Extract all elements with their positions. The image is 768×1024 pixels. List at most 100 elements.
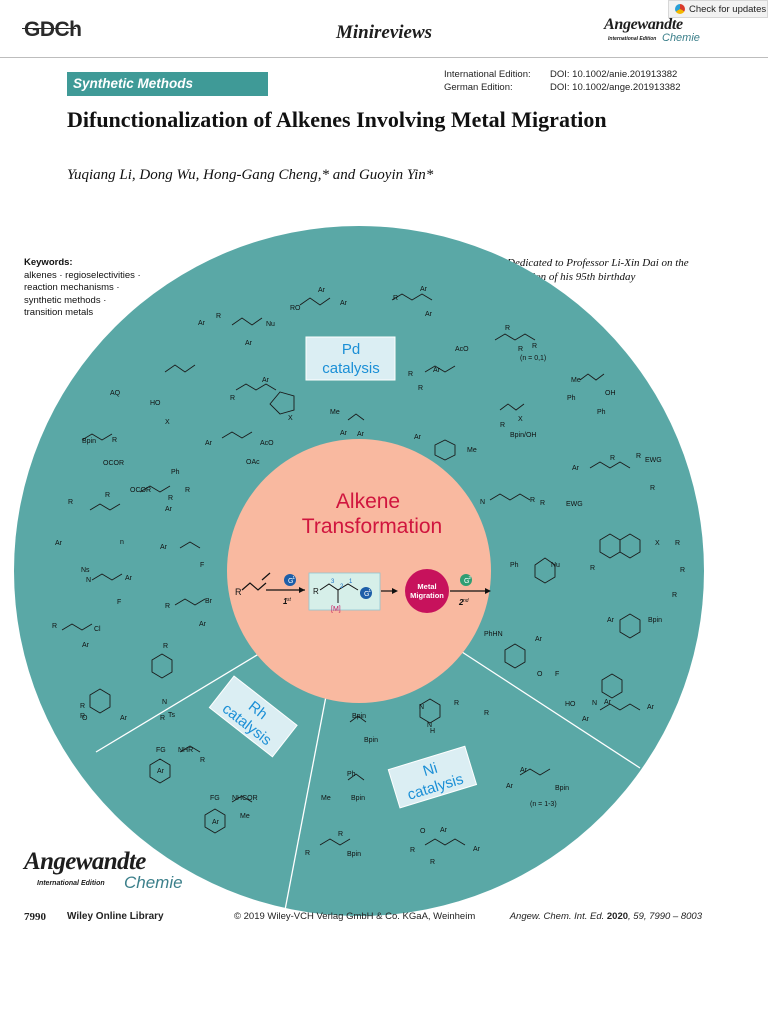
- structure-label: R: [305, 850, 310, 857]
- structure-label: Bpin: [648, 617, 662, 624]
- doi-edition: German Edition:: [444, 82, 513, 93]
- structure-label: Nu: [551, 562, 560, 569]
- structure-label: X: [165, 419, 170, 426]
- structure-label: X: [655, 540, 660, 547]
- structure-label: R: [160, 715, 165, 722]
- structure-label: R: [165, 603, 170, 610]
- step-2-sup: nd: [463, 598, 469, 604]
- keyword-line[interactable]: synthetic methods ·: [24, 294, 107, 306]
- bond-stroke: [231, 795, 253, 803]
- structure-label: Bpin/OH: [510, 432, 536, 439]
- teal-disc: [14, 226, 704, 916]
- structure-label: Ar: [340, 300, 348, 307]
- structure-label: Bpin: [347, 851, 361, 858]
- structure-label: Ar: [520, 767, 528, 774]
- structure-label: Ar: [604, 699, 612, 706]
- bond-stroke: [151, 653, 173, 679]
- bond-stroke: [504, 643, 526, 669]
- metal-migration-badge: [405, 569, 449, 613]
- structure-label: R: [518, 346, 523, 353]
- dedication: Dedicated to Professor Li-Xin Dai on the…: [507, 257, 689, 283]
- structure-label: Ar: [165, 506, 173, 513]
- structure-label: AcO: [260, 440, 274, 447]
- bond-stroke: [424, 365, 456, 373]
- structure-label: Ns: [81, 567, 90, 574]
- ni-label-line-1: Ni: [421, 760, 440, 780]
- metal-migration-line-1: Metal: [417, 582, 436, 591]
- doi-block: International Edition: DOI: 10.1002/anie…: [444, 68, 680, 94]
- g1-badge: [360, 587, 372, 599]
- bond-stroke: [204, 808, 226, 834]
- structure-label: O: [420, 828, 426, 835]
- rh-label-line-1: Rh: [245, 698, 271, 723]
- structure-label: Ph: [510, 562, 519, 569]
- bond-stroke: [599, 533, 621, 559]
- structure-label: Ph: [567, 395, 576, 402]
- structure-label: n: [120, 539, 124, 546]
- position-label: 3: [331, 579, 335, 585]
- structure-label: O: [82, 715, 88, 722]
- journal-logo-top: Angewandte International Edition Chemie: [604, 16, 708, 50]
- structure-label: Me: [330, 409, 340, 416]
- structure-label: Ar: [414, 434, 422, 441]
- structure-label: EWG: [645, 457, 662, 464]
- structure-label: FG: [156, 747, 166, 754]
- ni-catalysis-label: Ni catalysis: [387, 745, 478, 809]
- structure-label: Bpin: [82, 438, 96, 445]
- g1-badge-label: G: [364, 591, 369, 598]
- structure-label: Ph: [597, 409, 606, 416]
- structure-label: OH: [605, 390, 616, 397]
- doi-link[interactable]: DOI: 10.1002/ange.201913382: [550, 82, 681, 93]
- citation: Angew. Chem. Int. Ed. 2020, 59, 7990 – 8…: [510, 911, 702, 922]
- bond-stroke: [139, 485, 171, 493]
- structure-label: R: [532, 343, 537, 350]
- check-for-updates-button[interactable]: Check for updates: [668, 0, 768, 18]
- structure-label: Ar: [245, 340, 253, 347]
- structure-label: Ar: [199, 621, 207, 628]
- bond-stroke: [619, 533, 641, 559]
- structure-label: Ar: [420, 286, 428, 293]
- scheme-substrate-r: R: [235, 587, 242, 597]
- structure-label: Ts: [168, 712, 176, 719]
- keyword-line[interactable]: alkenes · regioselectivities ·: [24, 269, 141, 281]
- page-number: 7990: [24, 911, 46, 923]
- structure-label: R: [80, 713, 85, 720]
- structure-label: R: [216, 313, 221, 320]
- structure-label: NHR: [178, 747, 193, 754]
- structure-label: R: [540, 500, 545, 507]
- category-label: Synthetic Methods: [67, 72, 268, 96]
- g1-badge: [284, 574, 296, 586]
- structure-label: R: [230, 395, 235, 402]
- wiley-online-library-link[interactable]: Wiley Online Library: [67, 911, 164, 922]
- doi-link[interactable]: DOI: 10.1002/anie.201913382: [550, 69, 678, 80]
- structure-label: (n = 0,1): [520, 355, 546, 362]
- g1-badge-sup: 1: [293, 575, 296, 580]
- structure-label: Ar: [318, 287, 326, 294]
- journal-logo-subtitle: International Edition: [608, 36, 657, 42]
- bond-stroke: [89, 688, 111, 714]
- structure-label: X: [288, 415, 293, 422]
- structure-label: Ar: [157, 768, 165, 775]
- structure-label: R: [454, 700, 459, 707]
- sector-divider: [461, 651, 641, 769]
- structure-label: Bpin: [352, 713, 366, 720]
- structure-label: FG: [210, 795, 220, 802]
- keyword-line[interactable]: reaction mechanisms ·: [24, 282, 120, 293]
- bond-stroke: [434, 439, 456, 461]
- structure-label: Ar: [205, 440, 213, 447]
- ni-label-line-2: catalysis: [405, 771, 465, 804]
- structure-label: Ar: [357, 431, 365, 438]
- structure-label: R: [505, 325, 510, 332]
- bond-stroke: [231, 317, 263, 326]
- ni-label-box: [387, 745, 478, 809]
- structure-label: R: [410, 847, 415, 854]
- structure-label: R: [80, 703, 85, 710]
- keyword-line[interactable]: transition metals: [24, 307, 94, 318]
- bond-stroke: [299, 297, 331, 306]
- structure-label: R: [590, 565, 595, 572]
- structure-label: Br: [205, 598, 213, 605]
- structure-label: X: [518, 416, 523, 423]
- structure-label: Me: [240, 813, 250, 820]
- bond-stroke: [149, 758, 171, 784]
